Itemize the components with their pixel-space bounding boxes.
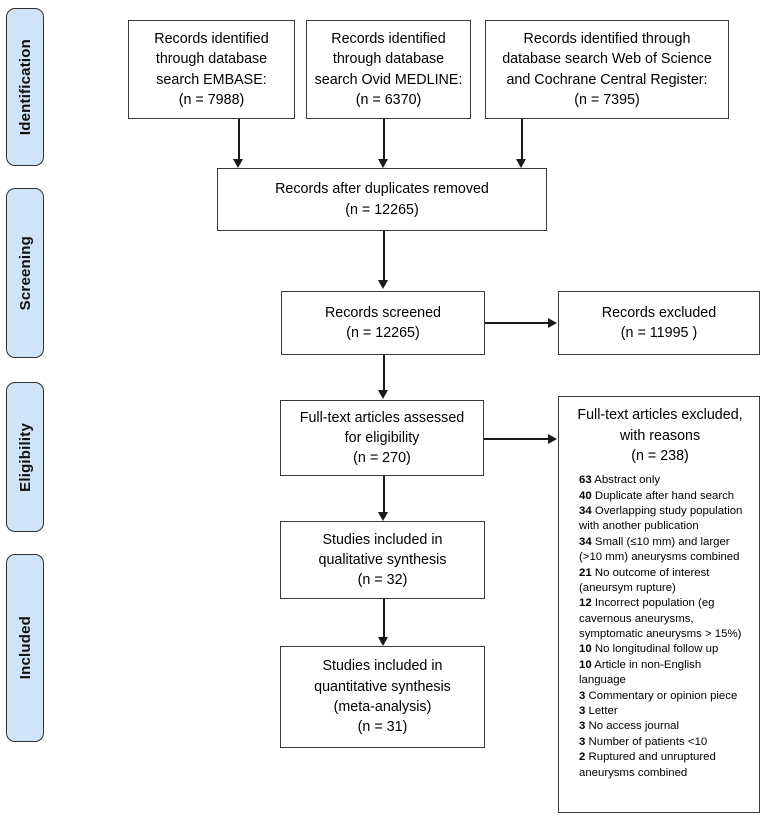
arrowhead-screened-to-excluded [548,317,557,328]
box-records-excluded: Records excluded (n = 11995 ) [558,291,760,355]
stage-tab-included: Included [6,554,44,742]
exclusion-reason-label: Ruptured and unruptured aneurysms combin… [579,751,716,779]
exclusion-reason-count: 63 [579,474,592,487]
box-fulltext-assessed: Full-text articles assessed for eligibil… [280,400,484,476]
list-item: 34 Overlapping study population with ano… [579,504,749,535]
list-item: 10 Article in non-English language [579,658,749,689]
list-item: 34 Small (≤10 mm) and larger (>10 mm) an… [579,535,749,566]
arrowhead-embase-to-duplicates [233,159,244,168]
exclusion-reason-count: 21 [579,566,592,579]
arrowhead-medline-to-duplicates [378,159,389,168]
exclusion-reason-label: Small (≤10 mm) and larger (>10 mm) aneur… [579,535,740,564]
box-quantitative-synthesis-text: Studies included in quantitative synthes… [314,658,451,736]
exclusion-reason-label: Abstract only [594,474,661,487]
connector-screened-to-fulltext [383,355,385,392]
box-duplicates-removed: Records after duplicates removed (n = 12… [217,168,547,231]
exclusion-reason-label: Number of patients <10 [588,735,708,748]
exclusion-reason-label: Duplicate after hand search [594,489,735,502]
exclusion-reason-label: Letter [588,705,618,718]
arrowhead-qualitative-to-quantitative [378,637,389,646]
connector-wos-to-duplicates [521,119,523,162]
box-records-excluded-text: Records excluded (n = 11995 ) [601,304,717,341]
box-qualitative-synthesis: Studies included in qualitative synthesi… [280,521,485,599]
exclusion-reason-count: 3 [579,720,586,733]
list-item: 12 Incorrect population (eg cavernous an… [579,596,749,642]
arrowhead-duplicates-to-screened [378,280,389,289]
box-quantitative-synthesis: Studies included in quantitative synthes… [280,646,485,748]
exclusion-reason-label: Commentary or opinion piece [588,689,738,702]
stage-tab-identification: Identification [6,8,44,166]
list-item: 3 Number of patients <10 [579,735,749,750]
box-source-ovid-medline-text: Records identified through database sear… [314,30,463,108]
exclusion-reason-label: Article in non-English language [579,658,702,687]
list-item: 63 Abstract only [579,473,749,488]
list-item: 21 No outcome of interest (aneursym rupt… [579,566,749,597]
exclusion-reason-count: 3 [579,735,586,748]
arrowhead-fulltext-to-reasons [548,433,557,444]
exclusion-reason-label: Overlapping study population with anothe… [579,504,743,533]
connector-screened-to-excluded [485,322,549,324]
connector-qualitative-to-quantitative [383,599,385,640]
exclusion-reason-count: 12 [579,597,592,610]
box-qualitative-synthesis-text: Studies included in qualitative synthesi… [318,531,447,589]
box-source-wos-cochrane: Records identified through database sear… [485,20,729,119]
box-source-wos-cochrane-text: Records identified through database sear… [502,30,712,108]
exclusion-reason-count: 3 [579,689,586,702]
list-item: 3 Letter [579,704,749,719]
list-item: 10 No longitudinal follow up [579,642,749,657]
box-fulltext-assessed-text: Full-text articles assessed for eligibil… [299,409,465,467]
exclusion-reason-count: 10 [579,658,592,671]
exclusion-reason-count: 10 [579,643,592,656]
connector-duplicates-to-screened [383,231,385,282]
arrowhead-screened-to-fulltext [378,390,389,399]
box-fulltext-excluded-with-reasons: Full-text articles excluded, with reason… [558,396,760,813]
arrowhead-fulltext-to-qualitative [378,512,389,521]
arrowhead-wos-to-duplicates [516,159,527,168]
box-fulltext-excluded-heading: Full-text articles excluded, with reason… [577,407,743,465]
stage-tab-eligibility: Eligibility [6,382,44,532]
stage-tab-eligibility-label: Eligibility [16,422,34,492]
box-duplicates-removed-text: Records after duplicates removed (n = 12… [275,181,489,218]
stage-tab-identification-label: Identification [16,38,34,136]
list-item: 40 Duplicate after hand search [579,489,749,504]
box-source-embase: Records identified through database sear… [128,20,295,119]
box-records-screened-text: Records screened (n = 12265) [324,304,442,341]
stage-tab-included-label: Included [16,616,34,680]
exclusion-reason-count: 2 [579,751,586,764]
connector-medline-to-duplicates [383,119,385,162]
box-records-screened: Records screened (n = 12265) [281,291,485,355]
exclusion-reason-label: No outcome of interest (aneursym rupture… [579,566,710,594]
exclusion-reason-label: Incorrect population (eg cavernous aneur… [579,597,742,641]
exclusion-reason-label: No longitudinal follow up [594,643,719,656]
stage-tab-screening: Screening [6,188,44,358]
box-source-embase-text: Records identified through database sear… [154,30,269,108]
connector-embase-to-duplicates [238,119,240,162]
list-item: 3 Commentary or opinion piece [579,689,749,704]
exclusion-reason-count: 40 [579,489,592,502]
list-item: 3 No access journal [579,719,749,734]
connector-fulltext-to-qualitative [383,476,385,514]
box-source-ovid-medline: Records identified through database sear… [306,20,471,119]
exclusion-reason-label: No access journal [588,720,680,733]
exclusion-reason-count: 3 [579,705,586,718]
list-item: 2 Ruptured and unruptured aneurysms comb… [579,750,749,781]
exclusion-reasons-list: 63 Abstract only 40 Duplicate after hand… [571,473,749,781]
stage-tab-screening-label: Screening [16,235,34,311]
exclusion-reason-count: 34 [579,535,592,548]
exclusion-reason-count: 34 [579,504,592,517]
connector-fulltext-to-reasons [484,438,549,440]
